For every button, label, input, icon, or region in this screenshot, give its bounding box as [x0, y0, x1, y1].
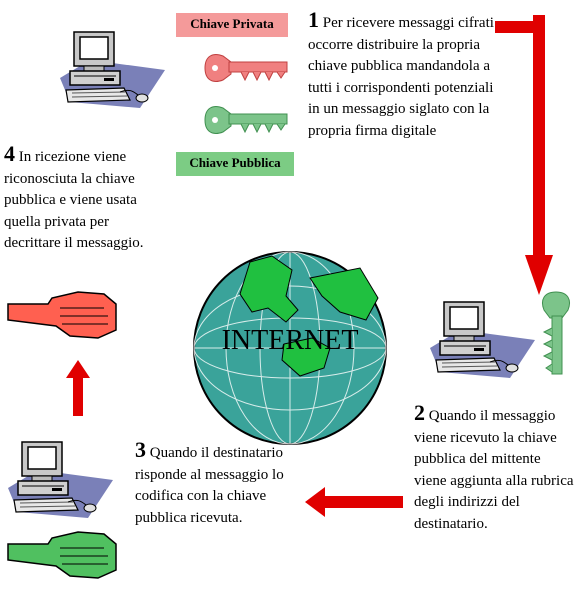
step-3-number: 3 — [135, 437, 146, 462]
globe-icon — [193, 251, 387, 445]
step-2-text: Quando il messaggio viene ricevuto la ch… — [414, 408, 574, 532]
step-2: 2 Quando il messaggio viene ricevuto la … — [414, 400, 574, 535]
step-2-number: 2 — [414, 400, 425, 425]
step-1: 1 Per ricevere messaggi cifrati occorre … — [308, 7, 508, 142]
arrow-icon — [495, 15, 553, 295]
step-4-text: In ricezione viene riconosciuta la chiav… — [4, 149, 144, 251]
hand-icon — [7, 291, 117, 339]
arrow-icon — [66, 360, 90, 416]
step-1-text: Per ricevere messaggi cifrati occorre di… — [308, 15, 494, 139]
step-1-number: 1 — [308, 7, 319, 32]
private-key-icon — [204, 54, 288, 82]
computer-icon — [7, 441, 114, 519]
computer-icon — [429, 301, 536, 379]
step-4-number: 4 — [4, 141, 15, 166]
step-3: 3 Quando il destinatario risponde al mes… — [135, 437, 300, 529]
step-3-text: Quando il destinatario risponde al messa… — [135, 445, 284, 526]
internet-label: INTERNET — [221, 325, 359, 356]
hand-icon — [7, 531, 117, 579]
public-key-icon — [204, 106, 288, 134]
arrow-icon — [305, 487, 403, 517]
public-key-icon — [542, 291, 570, 375]
step-4: 4 In ricezione viene riconosciuta la chi… — [4, 141, 169, 255]
public-key-label: Chiave Pubblica — [176, 152, 294, 176]
computer-icon — [59, 31, 166, 109]
private-key-label: Chiave Privata — [176, 13, 288, 37]
